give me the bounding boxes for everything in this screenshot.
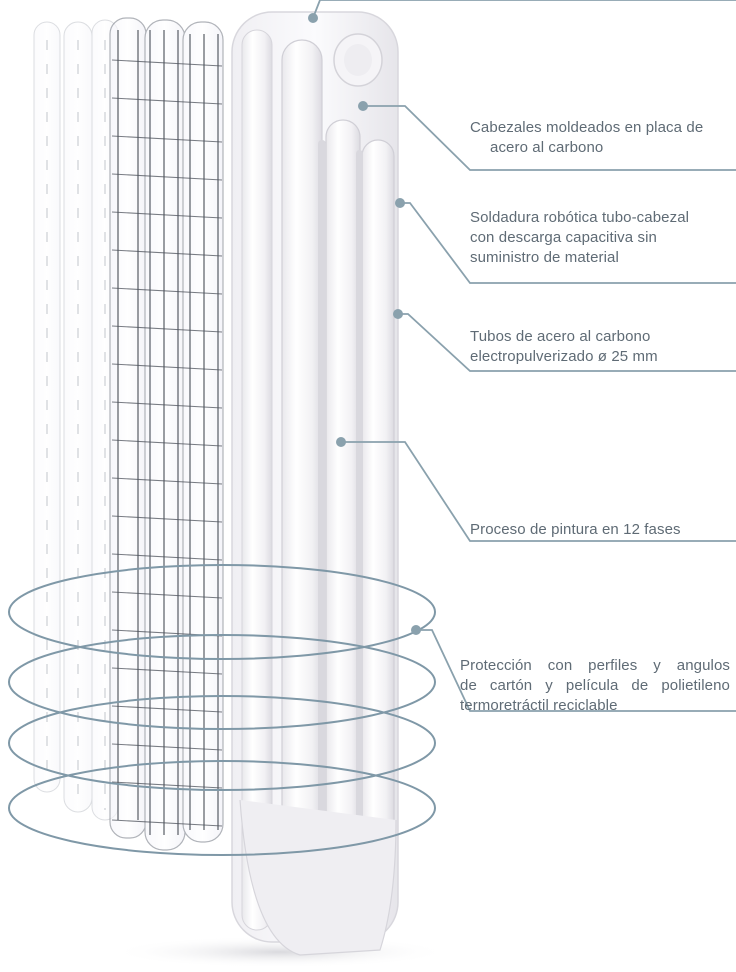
callout-packaging: Protección con perfiles y angulos de car…	[460, 656, 730, 716]
callout-welding-line-2: con descarga capacitiva sin	[470, 229, 657, 246]
callout-headers-line-1: Cabezales moldeados en placa de	[470, 119, 704, 136]
callout-painting-line-1: Proceso de pintura en 12 fases	[470, 521, 681, 538]
callout-painting: Proceso de pintura en 12 fases	[470, 520, 681, 540]
callout-headers-line-2: acero al carbono	[490, 139, 604, 156]
radiator-section	[231, 11, 399, 956]
leader-dots	[308, 13, 421, 635]
wireframe-sections	[33, 17, 224, 851]
callout-tubes-line-1: Tubos de acero al carbono	[470, 328, 651, 345]
callout-welding: Soldadura robótica tubo-cabezal con desc…	[470, 208, 689, 268]
callout-tubes-line-2: electropulverizado ø 25 mm	[470, 348, 658, 365]
callout-headers: Cabezales moldeados en placa de acero al…	[470, 118, 703, 158]
callout-packaging-line-3: termoretráctil reciclable	[460, 697, 618, 714]
callout-packaging-line-2: de cartón y película de polietileno	[460, 677, 730, 694]
leader-lines	[312, 0, 736, 712]
callout-packaging-line-1: Protección con perfiles y angulos	[460, 657, 730, 674]
callout-welding-line-1: Soldadura robótica tubo-cabezal	[470, 209, 690, 226]
packaging-rings	[8, 564, 436, 856]
callout-welding-line-3: suministro de material	[470, 249, 619, 266]
callout-tubes: Tubos de acero al carbono electropulveri…	[470, 327, 658, 367]
